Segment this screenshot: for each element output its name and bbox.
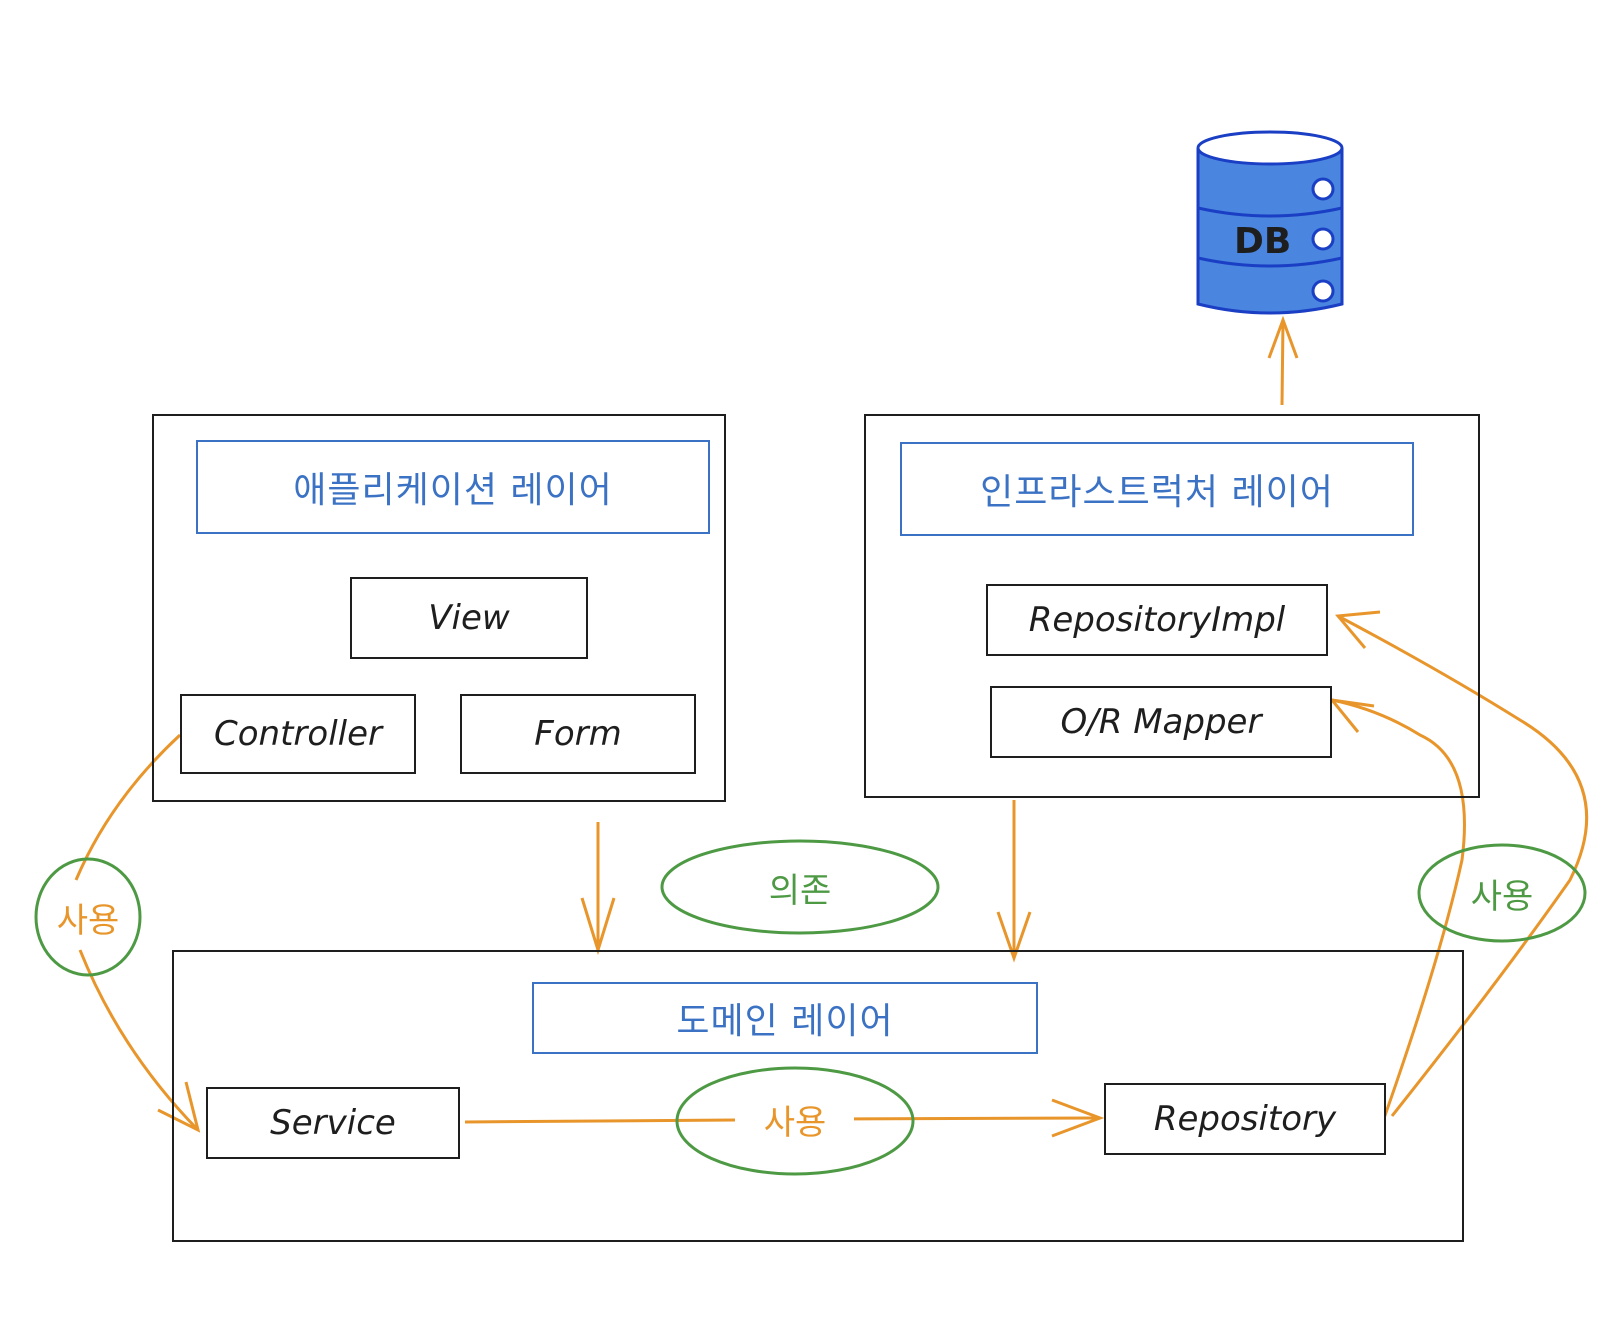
database-label: DB: [1234, 221, 1292, 262]
controller-component[interactable]: Controller: [180, 694, 416, 774]
use-ellipse-middle: [675, 1066, 915, 1176]
domain-layer-title: 도메인 레이어: [532, 982, 1038, 1054]
application-layer[interactable]: [152, 414, 726, 802]
view-component[interactable]: View: [350, 577, 588, 659]
use-ellipse-right: [1417, 843, 1587, 943]
use-label-right: 사용: [1470, 876, 1534, 917]
use-label-middle: 사용: [736, 1094, 854, 1144]
domain-layer[interactable]: [172, 950, 1464, 1242]
arrow-infra-to-db: [1267, 315, 1299, 406]
dependency-label: 의존: [768, 870, 832, 911]
dependency-ellipse: [660, 839, 940, 935]
arrow-repository-to-ormapper: [1328, 697, 1466, 1125]
repository-component[interactable]: Repository: [1104, 1083, 1386, 1155]
use-ellipse-left: [34, 857, 142, 977]
arrow-infra-to-domain: [996, 800, 1032, 963]
service-component[interactable]: Service: [206, 1087, 460, 1159]
use-label-left: 사용: [56, 900, 120, 941]
application-layer-title: 애플리케이션 레이어: [196, 440, 710, 534]
arrow-repository-to-repositoryimpl: [1335, 610, 1589, 1117]
database-icon: [1196, 130, 1344, 315]
arrow-app-to-domain: [580, 822, 616, 956]
ormapper-component[interactable]: O/R Mapper: [990, 686, 1332, 758]
infrastructure-layer[interactable]: [864, 414, 1480, 798]
form-component[interactable]: Form: [460, 694, 696, 774]
repositoryimpl-component[interactable]: RepositoryImpl: [986, 584, 1328, 656]
arrow-service-to-repository: [464, 1098, 1105, 1138]
infrastructure-layer-title: 인프라스트럭처 레이어: [900, 442, 1414, 536]
